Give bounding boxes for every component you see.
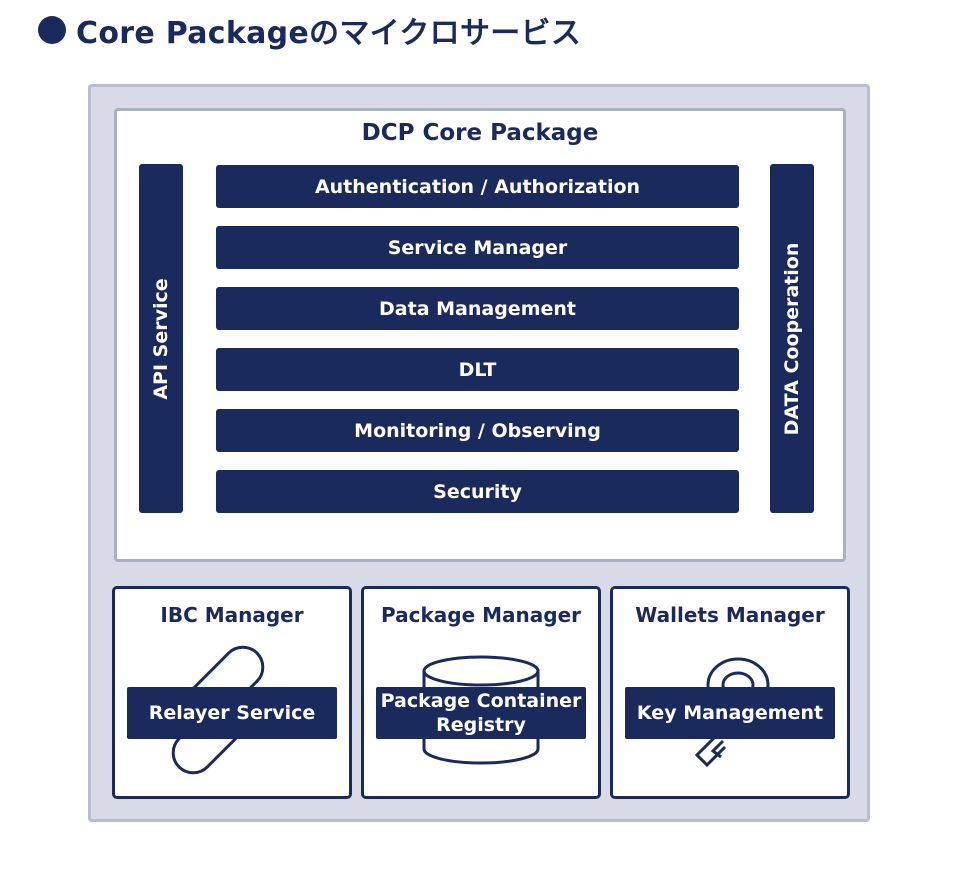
key-management-label: Key Management <box>625 687 835 739</box>
ibc-manager-title: IBC Manager <box>160 603 304 627</box>
page-title: Core Packageのマイクロサービス <box>76 16 582 51</box>
layer-authentication: Authentication / Authorization <box>216 165 739 208</box>
core-package-title: DCP Core Package <box>361 120 599 146</box>
data-cooperation-label: DATA Cooperation <box>781 242 803 435</box>
layer-data-management: Data Management <box>216 287 739 330</box>
package-manager-title: Package Manager <box>381 603 581 627</box>
wallets-manager-title: Wallets Manager <box>635 603 825 627</box>
layer-service-manager: Service Manager <box>216 226 739 269</box>
layer-dlt: DLT <box>216 348 739 391</box>
package-manager-box: Package Manager Package Container Regist… <box>361 586 601 799</box>
ibc-manager-box: IBC Manager Relayer Service <box>112 586 352 799</box>
relayer-service-label: Relayer Service <box>127 687 337 739</box>
package-container-registry-label: Package Container Registry <box>376 687 586 739</box>
page-header: Core Packageのマイクロサービス <box>38 10 582 51</box>
layer-monitoring: Monitoring / Observing <box>216 409 739 452</box>
bullet-icon <box>38 16 66 44</box>
api-service-bar: API Service <box>139 164 183 513</box>
api-service-label: API Service <box>150 277 172 400</box>
wallets-manager-box: Wallets Manager Key Management <box>610 586 850 799</box>
data-cooperation-bar: DATA Cooperation <box>770 164 814 513</box>
layer-security: Security <box>216 470 739 513</box>
